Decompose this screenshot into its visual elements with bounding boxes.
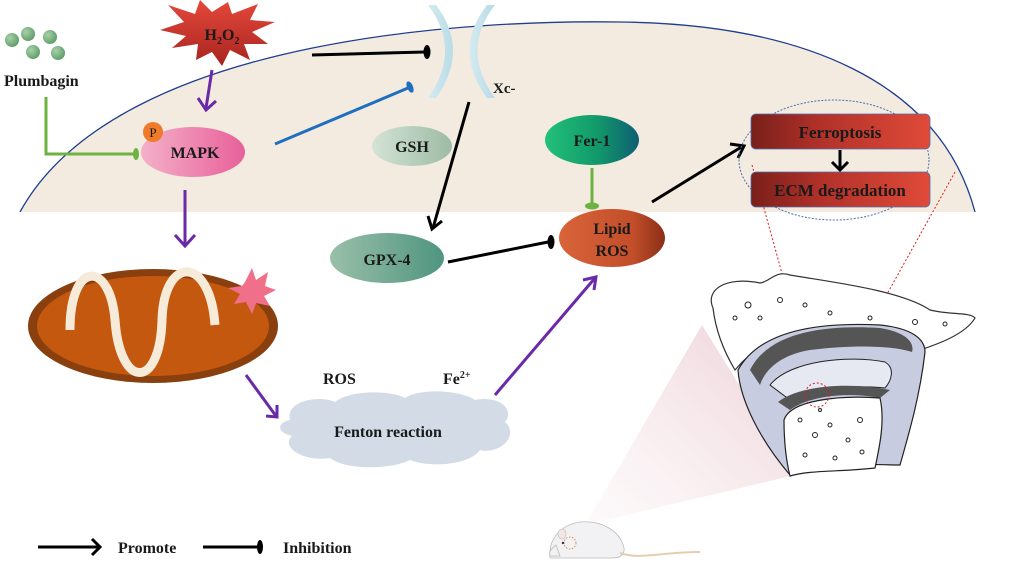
zoom-region-outline	[738, 99, 930, 221]
h2o2-promotes-mapk-edge	[196, 69, 218, 113]
ferroptosis-label: Ferroptosis	[799, 123, 882, 142]
h2o2-burst-icon	[160, 0, 275, 66]
fer1-node	[545, 115, 639, 165]
xc-channel-icon	[428, 5, 495, 98]
mapk-promotes-mitochondrion-edge	[173, 190, 197, 249]
ecm-degradation-label: ECM degradation	[774, 181, 906, 200]
lipid-ros-label-line2: ROS	[596, 243, 629, 260]
h2o2-inhibits-xc-edge	[311, 45, 431, 59]
xc-promotes-gpx4-edge	[426, 101, 471, 232]
h2o2-label: H2O2	[205, 27, 240, 47]
phosphate-label: P	[149, 125, 156, 140]
legend-promote-label: Promote	[118, 540, 176, 557]
legend-inhibition-label: Inhibition	[283, 540, 352, 557]
legend-inhibition	[203, 540, 263, 554]
lipid-ros-label-line1: Lipid	[593, 221, 630, 238]
mitochondrion-icon	[28, 267, 278, 383]
plumbagin-molecule-icon	[5, 27, 65, 60]
gsh-node	[372, 126, 452, 166]
mapk-label: MAPK	[171, 145, 220, 162]
legend-promote	[38, 537, 103, 557]
fer1-label: Fer-1	[574, 133, 611, 150]
projection-cone	[585, 325, 795, 525]
gpx4-node	[330, 233, 444, 283]
fenton-label: Fenton reaction	[334, 424, 442, 441]
ferroptosis-promotes-ecm-edge	[830, 150, 850, 173]
plumbagin-label: Plumbagin	[4, 73, 79, 90]
mapk-node	[141, 127, 245, 177]
joint-illustration-icon	[710, 273, 976, 477]
fe2-label: Fe2+	[443, 370, 471, 388]
fenton-promotes-lipid-ros-edge	[493, 275, 598, 396]
mitochondrion-promotes-fenton-edge	[244, 374, 279, 419]
lipid-ros-promotes-ferroptosis-edge	[651, 142, 747, 204]
phosphate-icon	[143, 122, 163, 142]
fenton-reaction-cloud	[280, 391, 511, 468]
gpx4-inhibits-lipid-ros-edge	[447, 235, 555, 264]
cell-cytoplasm	[20, 21, 975, 212]
lipid-ros-node	[559, 209, 665, 267]
gpx4-label: GPX-4	[363, 252, 410, 269]
mapk-inhibits-xc-edge	[274, 81, 414, 146]
xc-label: Xc-	[493, 81, 516, 97]
cell-membrane	[19, 21, 976, 213]
fer1-inhibits-lipid-ros-edge	[585, 168, 599, 210]
ros-label: ROS	[323, 371, 356, 388]
ferroptosis-box	[750, 113, 931, 150]
gsh-label: GSH	[395, 139, 429, 156]
ecm-degradation-box	[750, 171, 931, 208]
rat-icon	[549, 521, 701, 559]
plumbagin-inhibits-mapk-edge	[44, 97, 139, 160]
